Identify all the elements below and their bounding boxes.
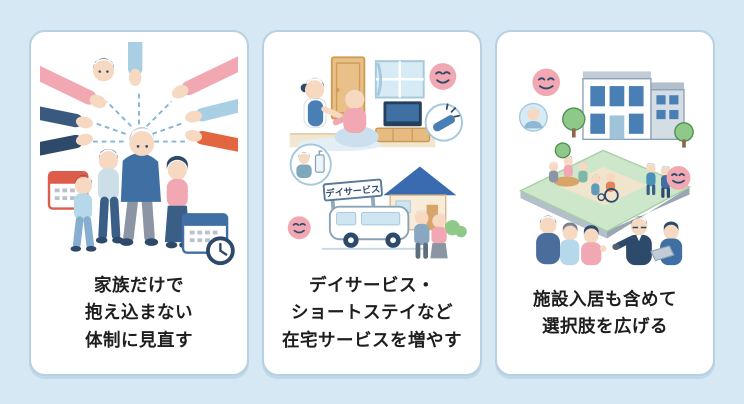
facility-options-illustration bbox=[497, 32, 713, 267]
home-services-illustration: デイサービス bbox=[264, 32, 480, 267]
caption-line: 選択肢を広げる bbox=[542, 316, 668, 336]
family-support-svg bbox=[40, 42, 238, 266]
family-member-face bbox=[93, 58, 115, 82]
caption-line: 家族だけで bbox=[94, 275, 184, 296]
facility-building-icon bbox=[582, 71, 685, 141]
smiley-icon-2 bbox=[287, 216, 311, 240]
elderly-couple-figures bbox=[414, 210, 448, 259]
card-home-services: デイサービス bbox=[262, 30, 482, 376]
residents-table-group bbox=[548, 155, 588, 187]
card-caption-home-services: デイサービス・ ショートステイなど 在宅サービスを増やす bbox=[264, 267, 480, 359]
trees-icon bbox=[554, 107, 694, 159]
supporting-girl-figure bbox=[70, 175, 97, 252]
caption-line: デイサービス・ bbox=[309, 275, 435, 296]
card-caption-family-support: 家族だけで 抱え込まない 体制に見直す bbox=[31, 267, 247, 359]
day-service-sign-label: デイサービス bbox=[325, 183, 380, 199]
reaching-hands-icon bbox=[40, 42, 238, 156]
card-caption-facility-options: 施設入居も含めて 選択肢を広げる bbox=[497, 267, 713, 359]
smiley-icon bbox=[532, 68, 560, 97]
facility-options-svg bbox=[518, 68, 694, 266]
van-icon bbox=[322, 205, 428, 250]
support-rays-decoration bbox=[89, 91, 189, 143]
elderly-man-figure bbox=[119, 127, 162, 246]
caregiver-figure bbox=[300, 77, 343, 128]
home-services-svg: デイサービス bbox=[287, 56, 467, 259]
card-family-support: 家族だけで 抱え込まない 体制に見直す bbox=[29, 30, 249, 376]
tv-icon bbox=[375, 101, 431, 143]
wheelchair-group bbox=[591, 172, 619, 203]
caption-line: 抱え込まない bbox=[85, 302, 193, 323]
phone-call-icon bbox=[424, 103, 463, 142]
caption-line: 在宅サービスを増やす bbox=[282, 329, 462, 350]
home-room-scene bbox=[289, 56, 436, 152]
consultation-family-group bbox=[536, 215, 607, 266]
supporting-man-figure bbox=[95, 149, 124, 244]
clock-icon bbox=[206, 236, 235, 266]
staff-supplies-icon bbox=[289, 143, 332, 186]
smiley-icon-2 bbox=[666, 165, 691, 190]
window-icon bbox=[374, 60, 425, 99]
consultation-staff-group bbox=[612, 216, 683, 266]
elderly-portrait-icon bbox=[518, 102, 548, 132]
caption-line: 体制に見直す bbox=[85, 329, 193, 350]
caption-line: ショートステイなど bbox=[291, 302, 453, 323]
family-support-illustration bbox=[31, 32, 247, 267]
cards-row: 家族だけで 抱え込まない 体制に見直す bbox=[29, 30, 715, 376]
caption-line: 施設入居も含めて bbox=[533, 288, 677, 309]
smiley-icon bbox=[429, 63, 457, 90]
card-facility-options: 施設入居も含めて 選択肢を広げる bbox=[495, 30, 715, 376]
